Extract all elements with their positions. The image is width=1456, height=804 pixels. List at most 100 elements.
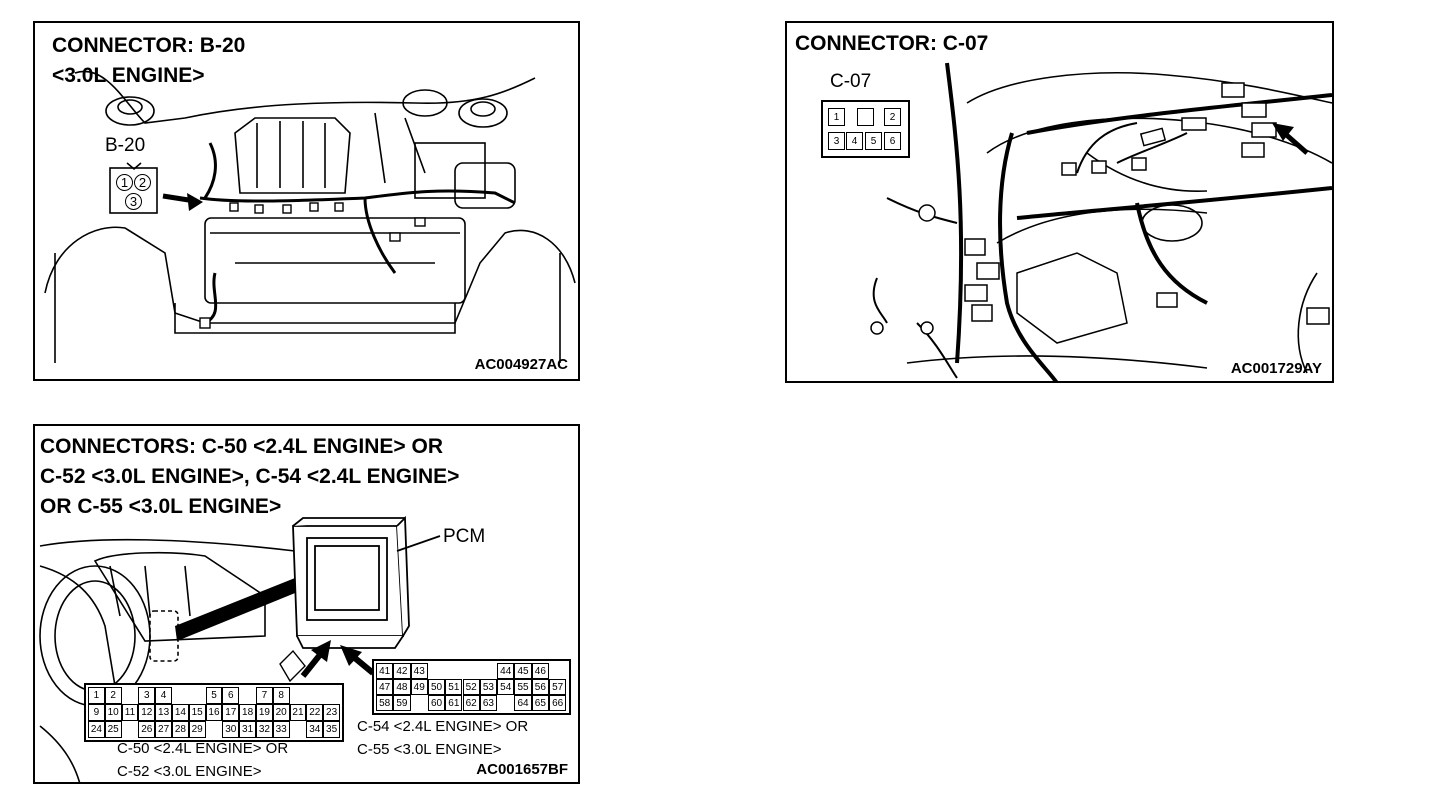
b20-pin-2: 2 bbox=[134, 174, 151, 191]
left-connector-pin-r2-c5: 13 bbox=[155, 704, 172, 721]
pcm-title-line3: OR C-55 <3.0L ENGINE> bbox=[40, 495, 282, 518]
right-connector-pin-r3-c4: 60 bbox=[427, 695, 446, 711]
right-connector-pin-r2-c5: 51 bbox=[445, 679, 463, 695]
left-connector-pin-r3-c12: 33 bbox=[272, 721, 290, 738]
left-connector-pin-r2-c9: 17 bbox=[222, 704, 240, 721]
right-connector-caption-1: C-54 <2.4L ENGINE> OR bbox=[357, 718, 529, 735]
left-connector-pin-r2-c7: 15 bbox=[188, 704, 206, 721]
left-connector-pin-r3-c10: 31 bbox=[239, 721, 256, 738]
right-connector-pin-r3-c3 bbox=[410, 695, 428, 711]
left-connector-pin-r2-c1: 9 bbox=[88, 704, 105, 721]
right-connector-pin-r2-c7: 53 bbox=[479, 679, 498, 695]
pcm-title-line1: CONNECTORS: C-50 <2.4L ENGINE> OR bbox=[40, 435, 443, 458]
left-connector-pin-r3-c11: 32 bbox=[256, 721, 273, 738]
c07-pin-3: 3 bbox=[828, 132, 845, 150]
left-connector-pin-r1-c4: 3 bbox=[138, 687, 156, 704]
panel-connector-b20: CONNECTOR: B-20 <3.0L ENGINE> B-20 1 2 3… bbox=[33, 21, 580, 381]
right-connector-pin-r3-c11: 66 bbox=[549, 695, 567, 711]
right-connector-pin-r2-c1: 47 bbox=[376, 679, 394, 695]
left-connector-pin-r1-c7 bbox=[188, 687, 206, 704]
left-connector-pin-r3-c7: 29 bbox=[188, 721, 206, 738]
left-connector-pin-r3-c8 bbox=[205, 721, 223, 738]
b20-pin-1: 1 bbox=[116, 174, 133, 191]
left-connector-caption-1: C-50 <2.4L ENGINE> OR bbox=[117, 740, 289, 757]
right-connector-pin-r2-c11: 57 bbox=[549, 679, 567, 695]
left-connector-pin-r2-c15: 23 bbox=[323, 704, 340, 721]
right-connector-pin-r1-c6 bbox=[462, 663, 480, 679]
left-connector-pin-r1-c6 bbox=[172, 687, 189, 704]
right-connector-pin-r1-c7 bbox=[479, 663, 498, 679]
engine-bay-illustration bbox=[44, 70, 576, 363]
right-connector-pin-r2-c2: 48 bbox=[393, 679, 411, 695]
right-connector-pin-r3-c10: 65 bbox=[531, 695, 549, 711]
right-connector-pin-r1-c9: 45 bbox=[514, 663, 532, 679]
c07-pin-6: 6 bbox=[884, 132, 901, 150]
left-connector-pin-r3-c5: 27 bbox=[155, 721, 172, 738]
right-connector-pin-r1-c3: 43 bbox=[410, 663, 428, 679]
left-connector-pin-r3-c13 bbox=[289, 721, 307, 738]
right-connector-pin-r2-c8: 54 bbox=[497, 679, 515, 695]
left-connector-pin-r3-c4: 26 bbox=[138, 721, 156, 738]
panel-connector-c07: CONNECTOR: C-07 C-07 1 2 3 4 5 6 AC00172… bbox=[785, 21, 1334, 383]
left-connector-pin-r3-c1: 24 bbox=[88, 721, 105, 738]
left-connector-caption-2: C-52 <3.0L ENGINE> bbox=[117, 763, 262, 780]
right-connector-pin-r1-c5 bbox=[445, 663, 463, 679]
right-connector-pin-r1-c10: 46 bbox=[531, 663, 549, 679]
right-connector-pin-r3-c9: 64 bbox=[514, 695, 532, 711]
c07-pin-5: 5 bbox=[865, 132, 882, 150]
right-connector-pin-r2-c10: 56 bbox=[531, 679, 549, 695]
c07-pin-1: 1 bbox=[828, 108, 845, 126]
right-connector-pin-r3-c1: 58 bbox=[376, 695, 394, 711]
c07-figure-code: AC001729AY bbox=[1230, 360, 1322, 377]
left-connector-pin-r3-c3 bbox=[121, 721, 139, 738]
pcm-label: PCM bbox=[443, 526, 486, 547]
left-connector-pin-r1-c2: 2 bbox=[104, 687, 122, 704]
left-connector-pin-r2-c6: 14 bbox=[172, 704, 189, 721]
right-connector-pin-r2-c3: 49 bbox=[410, 679, 428, 695]
left-connector-pin-r3-c2: 25 bbox=[104, 721, 122, 738]
right-connector-pin-r3-c2: 59 bbox=[393, 695, 411, 711]
left-connector-pin-r2-c13: 21 bbox=[289, 704, 307, 721]
right-connector-pin-r2-c9: 55 bbox=[514, 679, 532, 695]
pcm-title-line2: C-52 <3.0L ENGINE>, C-54 <2.4L ENGINE> bbox=[40, 465, 460, 488]
left-connector-pin-r2-c12: 20 bbox=[272, 704, 290, 721]
b20-connector-label: B-20 bbox=[105, 135, 146, 156]
c07-pin-2: 2 bbox=[884, 108, 901, 126]
panel-pcm-connectors: CONNECTORS: C-50 <2.4L ENGINE> OR C-52 <… bbox=[33, 424, 580, 784]
b20-title-line2: <3.0L ENGINE> bbox=[52, 64, 205, 87]
left-connector-pin-r1-c5: 4 bbox=[155, 687, 172, 704]
left-connector-pin-r3-c14: 34 bbox=[306, 721, 324, 738]
left-connector-pin-r1-c10 bbox=[239, 687, 256, 704]
dashboard-harness-illustration bbox=[821, 62, 1332, 381]
c07-pin-4: 4 bbox=[846, 132, 863, 150]
left-connector-pin-r3-c6: 28 bbox=[172, 721, 189, 738]
right-connector-pin-r3-c8 bbox=[497, 695, 515, 711]
right-connector-caption-2: C-55 <3.0L ENGINE> bbox=[357, 741, 502, 758]
left-connector-pin-r2-c8: 16 bbox=[205, 704, 223, 721]
left-connector-pin-r1-c8: 5 bbox=[205, 687, 223, 704]
left-connector-pin-r1-c11: 7 bbox=[256, 687, 273, 704]
right-connector-pin-r3-c6: 62 bbox=[462, 695, 480, 711]
right-connector-pin-r2-c4: 50 bbox=[427, 679, 446, 695]
left-connector-pin-r3-c9: 30 bbox=[222, 721, 240, 738]
pcm-figure-code: AC001657BF bbox=[476, 761, 568, 778]
c07-title: CONNECTOR: C-07 bbox=[795, 32, 989, 55]
right-connector-pin-r3-c5: 61 bbox=[445, 695, 463, 711]
right-connector-pin-r3-c7: 63 bbox=[479, 695, 498, 711]
left-connector-pin-r2-c14: 22 bbox=[306, 704, 324, 721]
left-connector-pin-r2-c3: 11 bbox=[121, 704, 139, 721]
right-connector-pin-r2-c6: 52 bbox=[462, 679, 480, 695]
left-connector-pin-r3-c15: 35 bbox=[323, 721, 340, 738]
left-connector-pin-r2-c2: 10 bbox=[104, 704, 122, 721]
right-connector-pin-r1-c2: 42 bbox=[393, 663, 411, 679]
left-connector-pin-r1-c3 bbox=[121, 687, 139, 704]
left-connector-pin-r1-c9: 6 bbox=[222, 687, 240, 704]
b20-title-line1: CONNECTOR: B-20 bbox=[52, 34, 246, 57]
right-connector-pin-r1-c1: 41 bbox=[376, 663, 394, 679]
c07-connector-label: C-07 bbox=[830, 71, 872, 92]
b20-figure-code: AC004927AC bbox=[474, 356, 568, 373]
right-connector-pin-r1-c4 bbox=[427, 663, 446, 679]
right-connector-pin-r1-c8: 44 bbox=[497, 663, 515, 679]
